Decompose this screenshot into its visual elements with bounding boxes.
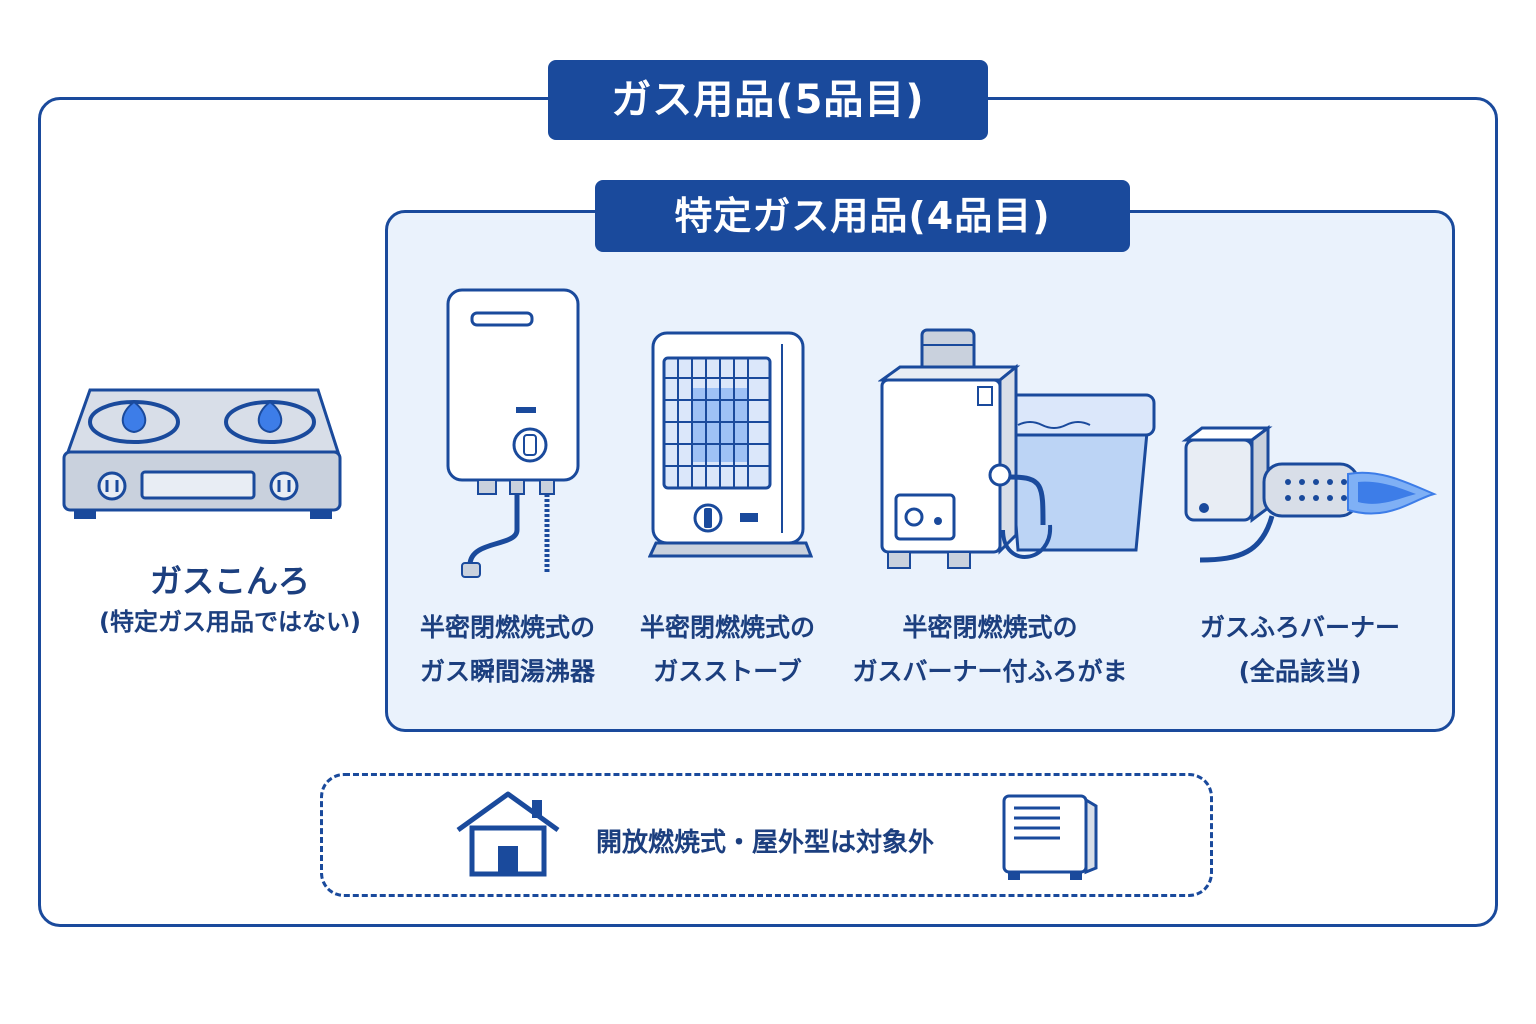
exclusion-note-box	[320, 773, 1213, 897]
item-line1: 半密閉燃焼式の	[902, 613, 1078, 642]
item-line1: ガスふろバーナー	[1199, 613, 1400, 642]
item-line1: 半密閉燃焼式の	[419, 613, 595, 642]
item-line2: (全品該当)	[1238, 657, 1362, 686]
gas-products-title: ガス用品(5品目)	[548, 60, 988, 140]
water-heater-icon	[446, 288, 580, 578]
outdoor-unit-icon	[1002, 794, 1098, 880]
gas-stove-icon	[62, 388, 342, 519]
specified-gas-products-title: 特定ガス用品(4品目)	[595, 180, 1130, 252]
gas-stove-note: (特定ガス用品ではない)	[99, 608, 361, 636]
specified-item-water-heater: 半密閉燃焼式の ガス瞬間湯沸器	[400, 606, 615, 694]
specified-item-bath-burner: ガスふろバーナー (全品該当)	[1160, 606, 1440, 694]
bath-boiler-icon	[878, 328, 1156, 569]
specified-item-gas-heater: 半密閉燃焼式の ガスストーブ	[620, 606, 835, 694]
bath-burner-icon	[1181, 425, 1438, 563]
item-line2: ガス瞬間湯沸器	[419, 657, 595, 686]
item-line1: 半密閉燃焼式の	[639, 613, 815, 642]
gas-stove-name: ガスこんろ	[149, 562, 310, 600]
item-line2: ガスストーブ	[653, 657, 802, 686]
house-icon	[456, 791, 560, 877]
item-line2: ガスバーナー付ふろがま	[852, 657, 1128, 686]
exclusion-text: 開放燃焼式・屋外型は対象外	[596, 828, 935, 858]
gas-stove-label: ガスこんろ (特定ガス用品ではない)	[50, 558, 410, 640]
specified-item-bath-boiler: 半密閉燃焼式の ガスバーナー付ふろがま	[840, 606, 1140, 694]
gas-heater-icon	[648, 331, 813, 558]
